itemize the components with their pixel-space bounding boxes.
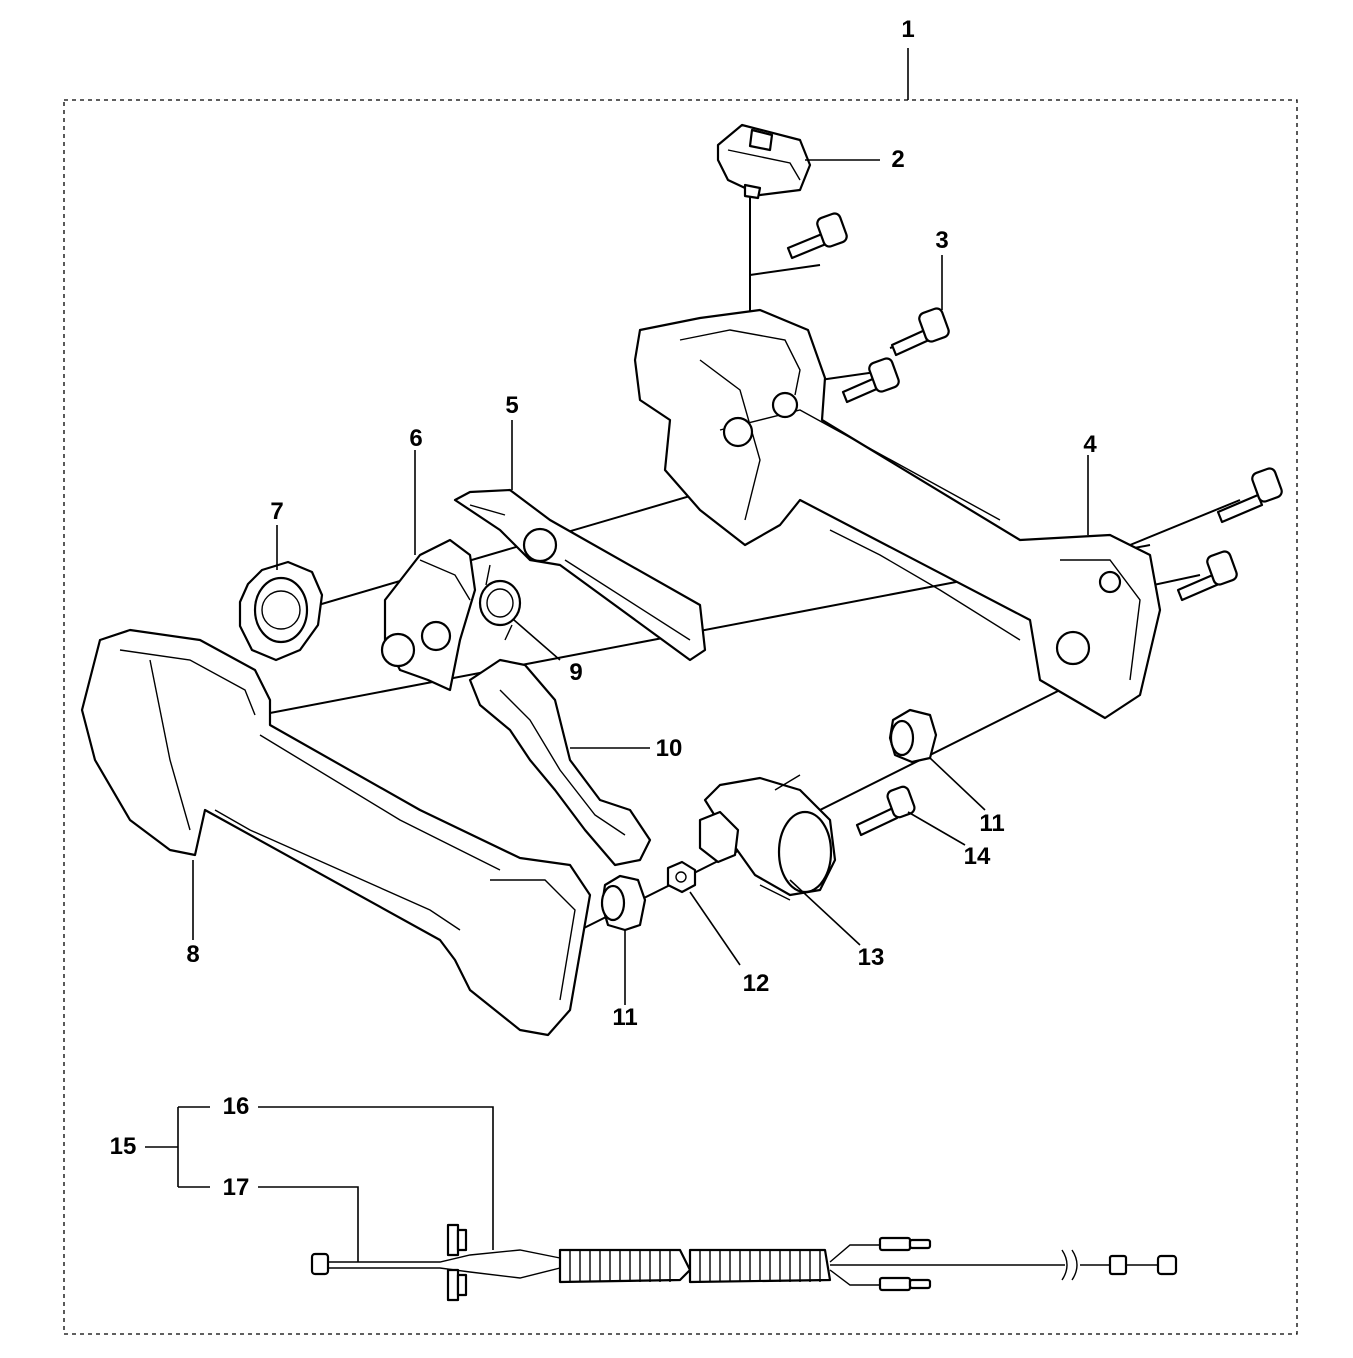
handle-half-right-part (633, 308, 1162, 720)
assembly-boundary (63, 99, 1298, 1335)
callout-5: 5 (505, 392, 519, 419)
spring-part (478, 564, 522, 641)
callout-10: 10 (655, 735, 683, 762)
leader-9 (513, 619, 561, 661)
cable-bracket (145, 1106, 494, 1262)
screw-parts (786, 212, 1283, 602)
callout-11-left: 11 (612, 1004, 638, 1031)
switch-part (716, 123, 812, 200)
callout-2: 2 (891, 146, 905, 173)
callout-8: 8 (186, 941, 200, 968)
cable-assembly-part (310, 1223, 1178, 1302)
throttle-trigger-part (468, 658, 652, 867)
callout-11-right: 11 (979, 810, 1005, 837)
callout-14: 14 (963, 843, 991, 870)
callout-13: 13 (857, 944, 885, 971)
callout-16: 16 (222, 1093, 250, 1120)
callout-9: 9 (569, 659, 583, 686)
leader-11b (929, 757, 986, 811)
nut-holder-part (238, 560, 324, 662)
leader-13 (789, 879, 861, 946)
screw-14-part (855, 785, 916, 837)
clamp-part (698, 774, 837, 901)
callout-1: 1 (901, 16, 915, 43)
callout-15: 15 (109, 1133, 137, 1160)
leader-14 (907, 811, 966, 846)
callout-12: 12 (742, 970, 770, 997)
handle-half-left-part (80, 628, 592, 1037)
callout-3: 3 (935, 227, 949, 254)
throttle-lock-part (453, 488, 707, 662)
lever-bracket-part (380, 538, 477, 692)
callout-4: 4 (1083, 431, 1097, 458)
callout-6: 6 (409, 425, 423, 452)
callout-17: 17 (222, 1174, 250, 1201)
nut-part (666, 860, 697, 894)
leader-12 (689, 891, 741, 966)
damper-parts (600, 708, 938, 932)
callout-7: 7 (270, 498, 284, 525)
